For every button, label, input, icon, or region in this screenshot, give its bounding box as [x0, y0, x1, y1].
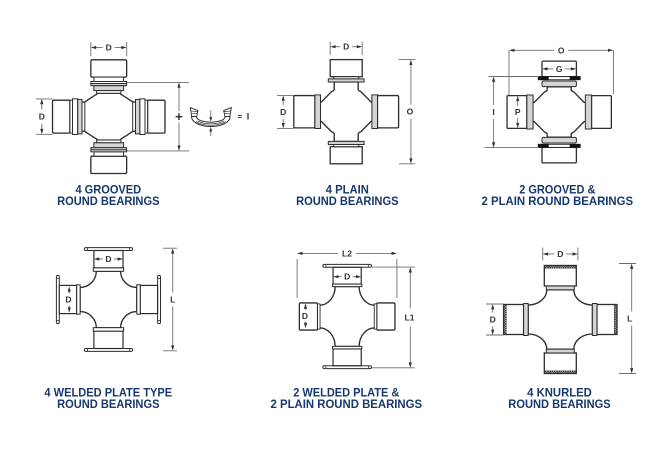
svg-text:D: D [302, 311, 308, 321]
svg-text:L: L [627, 314, 632, 324]
svg-text:ROUND BEARINGS: ROUND BEARINGS [57, 397, 159, 411]
svg-text:=: = [237, 112, 242, 121]
svg-text:D: D [344, 272, 350, 282]
svg-text:2 PLAIN ROUND BEARINGS: 2 PLAIN ROUND BEARINGS [271, 397, 423, 411]
svg-text:P: P [515, 107, 521, 117]
svg-text:ROUND BEARINGS: ROUND BEARINGS [508, 397, 610, 411]
svg-text:2 PLAIN ROUND BEARINGS: 2 PLAIN ROUND BEARINGS [482, 194, 634, 208]
svg-text:L: L [170, 295, 175, 305]
svg-text:2 WELDED PLATE &: 2 WELDED PLATE & [293, 385, 399, 399]
svg-text:I: I [492, 107, 494, 117]
svg-text:ROUND BEARINGS: ROUND BEARINGS [296, 194, 398, 208]
svg-text:4 GROOVED: 4 GROOVED [75, 183, 141, 197]
svg-text:4 WELDED PLATE TYPE: 4 WELDED PLATE TYPE [44, 385, 172, 399]
svg-text:D: D [280, 107, 286, 117]
svg-text:L1: L1 [405, 312, 415, 322]
svg-text:O: O [407, 107, 414, 117]
svg-text:ROUND BEARINGS: ROUND BEARINGS [57, 194, 159, 208]
svg-text:L2: L2 [342, 248, 352, 258]
svg-text:D: D [106, 43, 112, 53]
svg-text:2 GROOVED &: 2 GROOVED & [519, 183, 595, 197]
svg-text:D: D [343, 42, 349, 52]
svg-text:G: G [556, 64, 563, 74]
svg-text:O: O [558, 45, 565, 55]
svg-text:D: D [105, 254, 111, 264]
svg-text:D: D [490, 315, 496, 325]
svg-text:D: D [65, 295, 71, 305]
svg-text:4 KNURLED: 4 KNURLED [527, 385, 592, 399]
svg-text:D: D [39, 112, 45, 122]
svg-text:D: D [557, 249, 563, 259]
svg-text:I: I [247, 111, 250, 121]
svg-text:4 PLAIN: 4 PLAIN [326, 183, 369, 197]
